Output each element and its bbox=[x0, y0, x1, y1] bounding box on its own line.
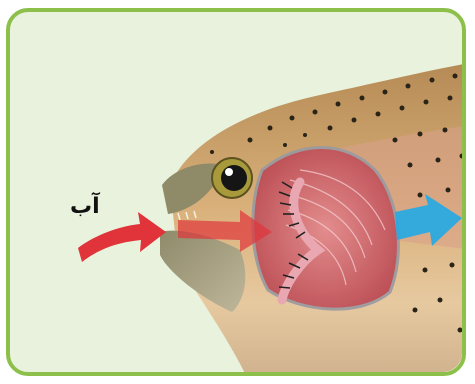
water-intake-curved-arrow bbox=[78, 212, 166, 262]
water-label: آب bbox=[70, 194, 100, 219]
gill-chamber bbox=[253, 148, 399, 310]
fish-eye bbox=[212, 158, 252, 198]
